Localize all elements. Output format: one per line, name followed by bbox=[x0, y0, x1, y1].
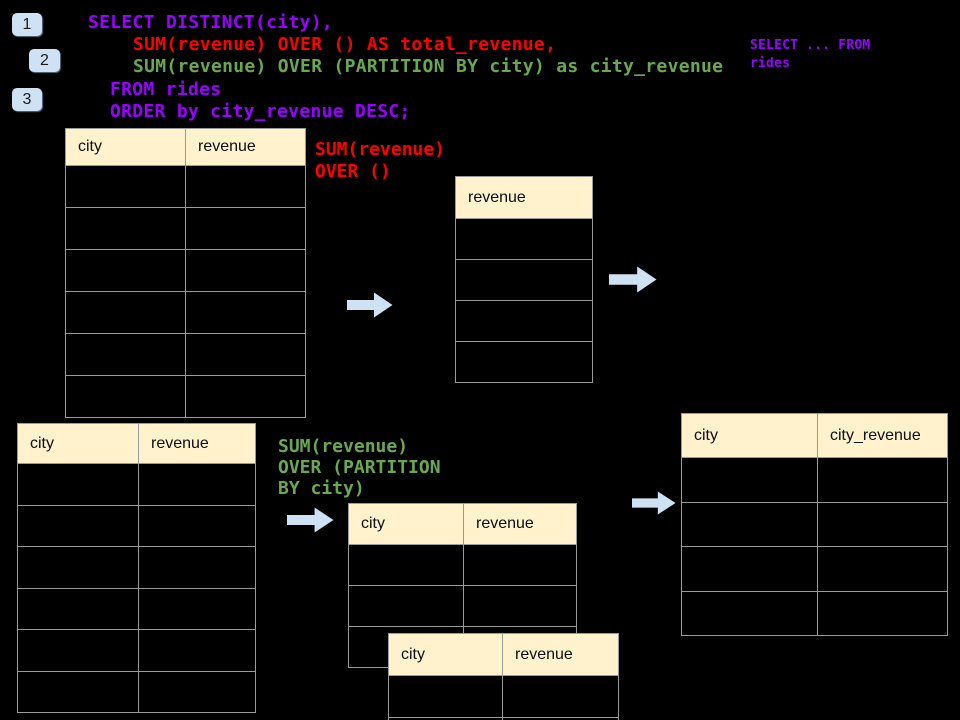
sql-line-order: ORDER by city_revenue DESC; bbox=[110, 101, 411, 122]
table-cell-empty bbox=[18, 671, 139, 713]
table-cell-empty bbox=[18, 547, 139, 589]
table-cell-empty bbox=[139, 505, 256, 547]
table-partition-overlay: city revenue bbox=[388, 633, 619, 720]
table-cell-empty bbox=[18, 630, 139, 672]
table-cell-empty bbox=[503, 676, 619, 718]
table-cell-empty bbox=[186, 250, 306, 292]
table-cell-empty bbox=[349, 545, 464, 586]
label-total-line2: OVER () bbox=[315, 161, 391, 182]
table-cell-empty bbox=[18, 588, 139, 630]
table-cell-empty bbox=[818, 502, 948, 547]
right-arrow-icon bbox=[287, 507, 334, 533]
table-source-top: city revenue bbox=[65, 128, 306, 418]
table-source-bottom: city revenue bbox=[17, 423, 256, 713]
table-cell-empty bbox=[186, 334, 306, 376]
table-cell-empty bbox=[389, 676, 503, 718]
table-cell-empty bbox=[186, 208, 306, 250]
column-header-revenue: revenue bbox=[456, 177, 593, 219]
side-note-line2: rides bbox=[750, 56, 791, 71]
table-cell-empty bbox=[139, 630, 256, 672]
side-note-line1: SELECT ... FROM bbox=[750, 38, 871, 53]
column-header-city-revenue: city_revenue bbox=[818, 414, 948, 458]
table-cell-empty bbox=[503, 718, 619, 720]
sql-line-partition: SUM(revenue) OVER (PARTITION BY city) as… bbox=[133, 56, 724, 77]
table-cell-empty bbox=[139, 547, 256, 589]
column-header-revenue: revenue bbox=[139, 424, 256, 464]
table-cell-empty bbox=[464, 586, 577, 627]
step-badge-1: 1 bbox=[12, 13, 42, 36]
right-arrow-icon bbox=[609, 266, 657, 293]
table-cell-empty bbox=[818, 591, 948, 636]
label-total-line1: SUM(revenue) bbox=[315, 139, 446, 160]
table-cell-empty bbox=[66, 208, 186, 250]
table-cell-empty bbox=[18, 505, 139, 547]
table-cell-empty bbox=[349, 586, 464, 627]
table-cell-empty bbox=[66, 166, 186, 208]
table-cell-empty bbox=[818, 547, 948, 592]
table-cell-empty bbox=[186, 166, 306, 208]
table-city-revenue-result: city city_revenue bbox=[681, 413, 948, 636]
table-cell-empty bbox=[139, 671, 256, 713]
table-cell-empty bbox=[464, 545, 577, 586]
table-cell-empty bbox=[456, 219, 593, 260]
table-cell-empty bbox=[456, 342, 593, 383]
table-cell-empty bbox=[66, 292, 186, 334]
sql-line-total-revenue: SUM(revenue) OVER () AS total_revenue, bbox=[133, 34, 557, 55]
label-partition-line3: BY city) bbox=[278, 478, 365, 499]
table-cell-empty bbox=[389, 718, 503, 720]
table-total-result: revenue bbox=[455, 176, 593, 383]
column-header-city: city bbox=[18, 424, 139, 464]
table-cell-empty bbox=[139, 464, 256, 506]
sql-line-from: FROM rides bbox=[110, 79, 222, 100]
table-cell-empty bbox=[682, 547, 818, 592]
table-cell-empty bbox=[682, 502, 818, 547]
table-cell-empty bbox=[139, 588, 256, 630]
table-cell-empty bbox=[186, 376, 306, 418]
table-cell-empty bbox=[66, 376, 186, 418]
table-cell-empty bbox=[66, 334, 186, 376]
table-cell-empty bbox=[818, 458, 948, 503]
column-header-revenue: revenue bbox=[464, 504, 577, 545]
table-cell-empty bbox=[456, 301, 593, 342]
column-header-city: city bbox=[66, 129, 186, 166]
sql-line-select: SELECT DISTINCT(city), bbox=[88, 12, 334, 33]
column-header-revenue: revenue bbox=[503, 634, 619, 676]
step-badge-3: 3 bbox=[12, 88, 42, 111]
column-header-city: city bbox=[349, 504, 464, 545]
table-cell-empty bbox=[456, 260, 593, 301]
column-header-revenue: revenue bbox=[186, 129, 306, 166]
label-partition-line2: OVER (PARTITION bbox=[278, 457, 441, 478]
column-header-city: city bbox=[682, 414, 818, 458]
right-arrow-icon bbox=[632, 491, 676, 515]
step-badge-2: 2 bbox=[29, 49, 60, 72]
column-header-city: city bbox=[389, 634, 503, 676]
table-cell-empty bbox=[66, 250, 186, 292]
table-cell-empty bbox=[186, 292, 306, 334]
right-arrow-icon bbox=[347, 292, 393, 318]
table-cell-empty bbox=[18, 464, 139, 506]
table-cell-empty bbox=[682, 458, 818, 503]
label-partition-line1: SUM(revenue) bbox=[278, 436, 409, 457]
table-cell-empty bbox=[682, 591, 818, 636]
